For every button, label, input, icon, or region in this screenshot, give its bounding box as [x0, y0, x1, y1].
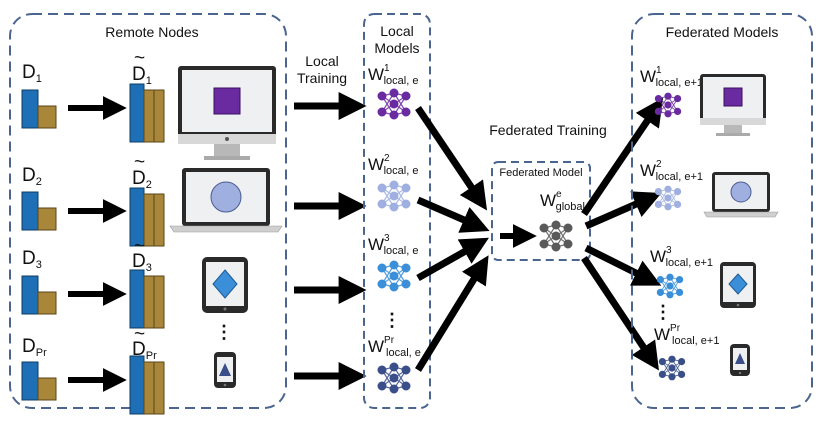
smartphone-icon: [214, 352, 236, 388]
arrow-diverge: [581, 256, 659, 371]
tilde-mark: ~: [134, 48, 145, 69]
federated-models-title: Federated Models: [666, 24, 779, 40]
dataset-label-1: D1: [22, 62, 42, 85]
arrow-converge: [415, 106, 488, 211]
laptop-icon: [169, 168, 283, 233]
arrow-converge: [416, 196, 490, 233]
dataset-label-pr: DPr: [22, 336, 47, 359]
desktop-monitor-icon: [700, 74, 766, 136]
neural-network-icon: [658, 355, 686, 381]
local-training-label-line1: Local: [305, 53, 338, 69]
augmented-dataset-label-1: D1: [132, 64, 152, 87]
arrow-converge: [415, 255, 489, 372]
tablet-icon: [720, 262, 756, 308]
tilde-mark: ~: [134, 324, 145, 345]
tablet-icon: [202, 257, 248, 313]
federated-model-panel: [491, 161, 591, 261]
remote-nodes-panel: [9, 13, 287, 409]
federated-models-panel: [631, 13, 813, 409]
augmented-data-stack-icon: [129, 355, 165, 415]
dataset-row-1: D1 ~ D1: [21, 48, 276, 160]
arrow-diverge: [584, 191, 662, 230]
data-stack-icon: [21, 191, 57, 231]
dataset-row-3: D3 ~ D3: [21, 236, 248, 329]
desktop-monitor-icon: [178, 66, 276, 160]
dataset-label-3: D3: [22, 248, 42, 271]
arrow-converge: [416, 237, 489, 282]
arrow-diverge: [581, 97, 664, 216]
neural-network-icon: [656, 273, 684, 299]
dataset-row-2: D2 ~ D2: [21, 152, 283, 247]
data-stack-icon: [21, 89, 57, 129]
neural-network-icon: [377, 180, 411, 212]
ellipsis: ⋮: [654, 302, 672, 322]
local-models-panel: [363, 13, 431, 409]
neural-network-icon: [377, 88, 411, 120]
data-stack-icon: [21, 361, 57, 401]
dataset-label-2: D2: [22, 165, 42, 188]
augmented-data-stack-icon: [129, 269, 165, 329]
arrow-diverge: [584, 244, 662, 286]
dataset-row-pr: DPr ~ DPr: [21, 324, 236, 415]
augmented-dataset-label-3: D3: [132, 251, 152, 274]
ellipsis: ⋮: [215, 322, 233, 342]
tilde-mark: ~: [134, 152, 145, 173]
remote-nodes-title: Remote Nodes: [105, 24, 198, 40]
neural-network-icon: [654, 185, 682, 211]
tilde-mark: ~: [134, 236, 145, 257]
neural-network-icon: [654, 92, 682, 118]
local-models-title-line2: Models: [374, 40, 419, 56]
augmented-dataset-label-pr: DPr: [132, 339, 157, 362]
local-models-title-line1: Local: [380, 23, 413, 39]
augmented-dataset-label-2: D2: [132, 168, 152, 191]
ellipsis: ⋮: [383, 310, 401, 330]
federated-model-title: Federated Model: [499, 167, 582, 179]
augmented-data-stack-icon: [129, 83, 165, 143]
smartphone-icon: [730, 344, 750, 376]
neural-network-icon: [377, 260, 411, 292]
local-training-label-line2: Training: [297, 70, 347, 86]
federated-training-label: Federated Training: [489, 122, 607, 138]
data-stack-icon: [21, 275, 57, 315]
neural-network-icon: [377, 362, 411, 394]
laptop-icon: [703, 172, 779, 218]
neural-network-icon: [539, 220, 573, 252]
